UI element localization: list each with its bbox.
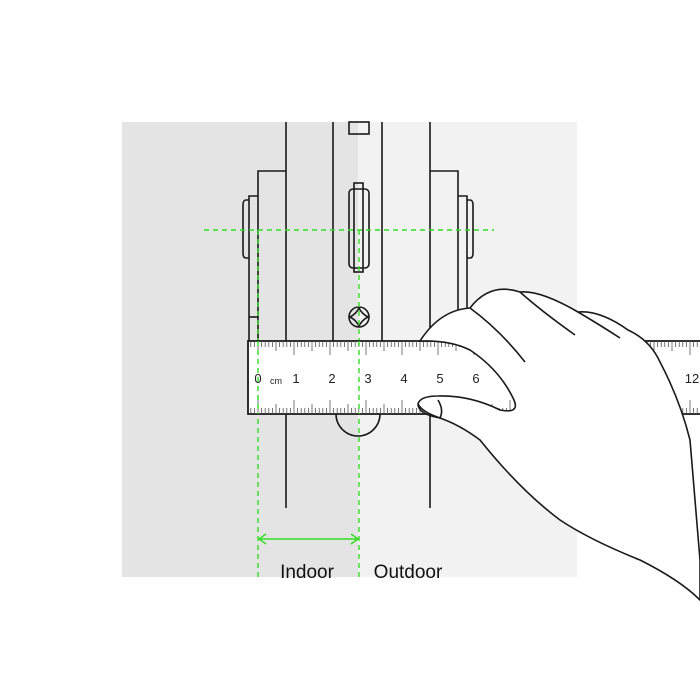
ruler-label-6: 6 xyxy=(472,371,479,386)
outdoor-lock-body xyxy=(430,170,474,341)
ruler-guide-overlay xyxy=(257,341,360,414)
indoor-label: Indoor xyxy=(280,562,335,583)
measurement-arrow xyxy=(257,533,360,545)
ruler-label-4: 4 xyxy=(400,371,407,386)
ruler-label-1: 1 xyxy=(292,371,299,386)
ruler-unit: cm xyxy=(270,376,282,386)
ruler-label-12: 12 xyxy=(685,371,699,386)
strike-slot xyxy=(348,121,370,135)
thumbturn-base xyxy=(335,413,381,437)
ruler-label-3: 3 xyxy=(364,371,371,386)
hand-illustration xyxy=(417,288,700,602)
door-edge-lines xyxy=(285,122,431,508)
ruler-label-5: 5 xyxy=(436,371,443,386)
ruler-label-2: 2 xyxy=(328,371,335,386)
outdoor-label: Outdoor xyxy=(374,562,443,583)
